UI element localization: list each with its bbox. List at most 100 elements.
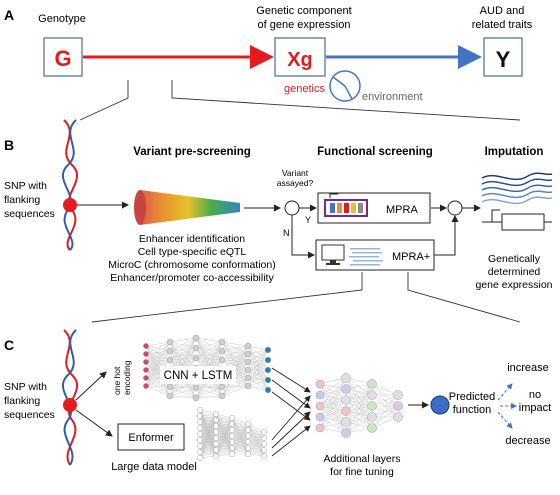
enformer-node (229, 445, 235, 451)
cnn-edge (169, 337, 197, 370)
cnn-node (244, 342, 252, 350)
enformer-node (261, 435, 267, 441)
mpra-label: MPRA (386, 204, 418, 216)
prescreen-funnel (136, 190, 240, 225)
cnn-node (166, 392, 174, 400)
prescreen-item-3: MicroC (chromosome conformation) (108, 259, 275, 271)
cnn-edge (221, 350, 249, 371)
predicted-label-2: function (453, 404, 492, 416)
additional-layers-node (393, 412, 403, 422)
enformer-edge (231, 423, 249, 443)
snp-label-b-1: SNP with (4, 180, 47, 192)
cnn-node (143, 383, 149, 389)
enformer-node (229, 415, 235, 421)
cnn-edge (247, 353, 269, 361)
additional-layers-node (367, 423, 377, 433)
enformer-node (261, 453, 267, 459)
snp-dot-c (63, 398, 77, 412)
enformer-node (197, 419, 203, 425)
additional-layers-node (341, 373, 351, 383)
cnn-edge (247, 361, 269, 371)
additional-layers-node (341, 395, 351, 405)
cnn-node (244, 350, 252, 358)
enformer-edge (199, 413, 217, 435)
cnn-node (218, 347, 226, 355)
cnn-edge (195, 341, 223, 369)
additional-layers-edge (319, 399, 347, 429)
gene-expression-signal-icon (481, 172, 553, 205)
cnn-edge (221, 345, 249, 370)
enformer-edge (231, 435, 249, 455)
cnn-edge (195, 341, 223, 349)
additional-layers-node (367, 412, 377, 422)
aud-label-1: AUD and (480, 5, 525, 17)
cnn-edge (169, 386, 197, 399)
cnn-edge (221, 341, 249, 355)
enformer-node (213, 453, 219, 459)
outcome-decrease: decrease (505, 435, 550, 447)
enformer-edge (215, 417, 233, 445)
cnn-node (143, 351, 149, 357)
cnn-edge (169, 387, 197, 397)
cnn-edge (247, 345, 269, 351)
enformer-edge (231, 423, 249, 455)
cnn-edge (221, 341, 249, 363)
enformer-node (261, 429, 267, 435)
panel-a: A Genotype G Genetic component of gene e… (4, 5, 533, 121)
additional-layers-node (315, 401, 325, 411)
enformer-node (197, 407, 203, 413)
enformer-edge (231, 441, 249, 455)
enformer-node (213, 441, 219, 447)
enformer-network (197, 407, 267, 461)
enformer-edge (231, 447, 249, 455)
cnn-edge (145, 341, 171, 363)
enformer-node (213, 435, 219, 441)
additional-layers-edge (371, 394, 399, 407)
cnn-edge (247, 353, 269, 371)
assayed-label-1: Variant (282, 168, 309, 178)
decision-node (284, 200, 300, 216)
snp-label-b-2: flanking (4, 194, 40, 206)
cnn-edge (247, 353, 269, 381)
cnn-edge (195, 337, 223, 370)
enformer-edge (215, 417, 233, 427)
additional-layers-edge (319, 377, 347, 429)
cnn-edge (169, 337, 197, 361)
environment-label: environment (362, 91, 423, 103)
trait-symbol: Y (496, 47, 511, 72)
cnn-node (244, 382, 252, 390)
panel-a-letter: A (4, 7, 14, 23)
enformer-node (245, 445, 251, 451)
cnn-edge (145, 350, 171, 355)
snp-to-cnn-arrow (75, 371, 107, 401)
cnn-edge (221, 353, 249, 361)
cnn-edge (247, 349, 269, 371)
cnn-edge (247, 345, 269, 381)
cnn-label: CNN + LSTM (164, 370, 233, 382)
additional-layers-node (341, 428, 351, 438)
additional-layers-edge (319, 377, 347, 407)
enformer-node (213, 411, 219, 417)
cnn-edge (169, 341, 197, 359)
cnn-edge (195, 337, 223, 361)
additional-layers-edge (319, 388, 347, 429)
cnn-edge (221, 359, 249, 371)
additional-layers-edge (345, 383, 373, 423)
additional-layers-edge (345, 416, 373, 434)
snp-to-enformer-arrow (75, 409, 113, 437)
cnn-edge (145, 350, 171, 371)
cnn-node (265, 367, 272, 374)
cnn-edge (247, 361, 269, 381)
cnn-edge (221, 341, 249, 371)
connector-a-b-left (79, 80, 129, 121)
cnn-node (166, 338, 174, 346)
aud-label-2: related traits (472, 19, 533, 31)
enformer-edge (199, 413, 217, 441)
cnn-edge (221, 345, 249, 361)
additional-layers-node (367, 390, 377, 400)
cnn-node (143, 359, 149, 365)
enformer-edge (199, 413, 217, 429)
enformer-node (261, 441, 267, 447)
enformer-node (229, 433, 235, 439)
enformer-node (245, 439, 251, 445)
